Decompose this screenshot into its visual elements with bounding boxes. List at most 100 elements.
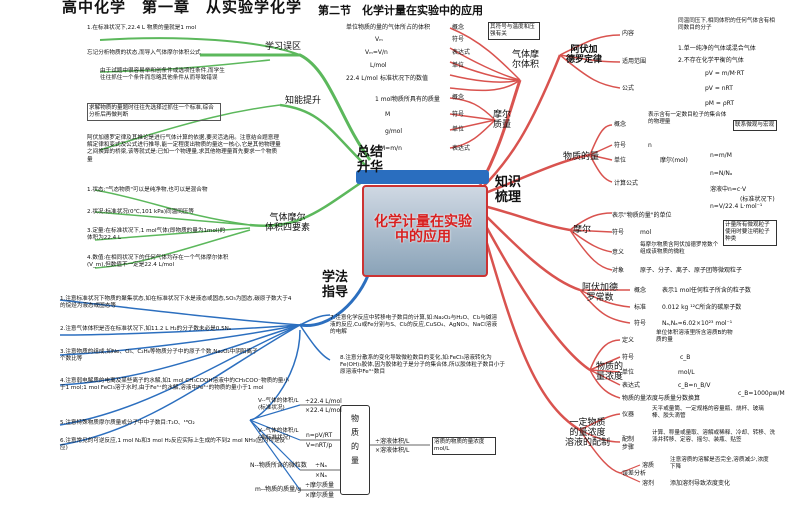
prep-e2: 添加溶剂导致浓度变化 bbox=[670, 480, 731, 487]
branch-mole: 摩尔 bbox=[573, 225, 592, 235]
bottom-note-4: 4.注意弱电解质的电离及某些离子的水解,如1 mol CH₃COOH溶液中的CH… bbox=[60, 378, 289, 392]
conversion-r2b: V=nRT/p bbox=[306, 442, 333, 449]
conc-unit: mol/L bbox=[678, 369, 695, 376]
conversion-r1: ÷22.4 L/mol bbox=[305, 398, 342, 405]
conversion-r4b: ×摩尔质量 bbox=[305, 492, 335, 499]
conc-expr-tag: 表达式 bbox=[622, 382, 641, 389]
mm-def-tag: 概念 bbox=[452, 94, 465, 101]
bottom-note-1: 1.注意标准状况下物质的聚集状态,如在标准状况下水是液态或固态,SO₃为固态,碳… bbox=[60, 296, 292, 310]
mv-unit: L/mol bbox=[370, 62, 387, 69]
branch-concentration: 物质的 量浓度 bbox=[596, 362, 624, 382]
mole-object: 原子、分子、离子、原子团等微观粒子 bbox=[640, 267, 743, 274]
mm-formula-tag: 表达式 bbox=[452, 145, 471, 152]
conversion-center: 物质的量 bbox=[351, 414, 359, 465]
ac-symbol: Nₐ,Nₐ≈6.02×10²³ mol⁻¹ bbox=[662, 320, 733, 327]
conversion-left3: N--物质所含的微粒数 bbox=[250, 462, 307, 469]
mv-std-tag: 标准状况下的数值 bbox=[380, 75, 429, 82]
bottom-note-8: 8.注意分散系的变化导致微粒数目的变化,如:FeCl₃溶液转化为Fe(OH)₃胶… bbox=[340, 355, 505, 376]
mv-std: 22.4 L/mol bbox=[346, 75, 378, 82]
amt-symbol-tag: 符号 bbox=[614, 142, 627, 149]
al-formula-tag: 公式 bbox=[622, 85, 635, 92]
amt-unit-tag: 单位 bbox=[614, 157, 627, 164]
mm-def: 1 mol物质所具有的质量 bbox=[375, 96, 440, 103]
mole-meaning-note: 计量所有微观粒子使用时要注明粒子种类 bbox=[723, 220, 777, 246]
conversion-r1b: ×22.4 L/mol bbox=[305, 407, 342, 414]
note-q2: 2.状况:标准状况(0℃,101 kPa)同温同压等 bbox=[87, 209, 194, 215]
conversion-right-end: 溶质的物质的量浓度mol/L bbox=[432, 437, 496, 456]
mv-symbol: Vₘ bbox=[375, 36, 383, 43]
conversion-right1b: ×溶液体积/L bbox=[375, 447, 410, 454]
mv-symbol-tag: 符号 bbox=[452, 36, 465, 43]
mm-formula: M=m/n bbox=[380, 145, 402, 152]
note-n1: 1.在标准状况下,22.4 L 物质的量就是1 mol bbox=[87, 25, 197, 31]
al-scope1: 1.单一纯净的气体或混合气体 bbox=[678, 45, 756, 52]
bottom-note-3: 3.注意物质的组成,如Ne、O₃、C₂H₆等物质分子中的原子个数,Na₂O₂中阴… bbox=[60, 349, 258, 363]
zongjie-shenghua: 总结 升华 bbox=[356, 145, 383, 175]
conc-rel-formula: c_B=1000ρw/M bbox=[738, 390, 785, 397]
amt-c2: n=N/Nₐ bbox=[710, 170, 733, 177]
mole-meaning-tag: 意义 bbox=[612, 249, 625, 256]
mv-unit-tag: 单位 bbox=[452, 62, 465, 69]
conversion-left4: m--物质的质量/g bbox=[255, 486, 302, 493]
branch-molar-mass: 摩尔 质量 bbox=[493, 110, 512, 130]
conc-def: 单位体积溶液里所含溶质B的物质的量 bbox=[656, 330, 733, 344]
branch-prep: 一定物质 的量浓度 溶液的配制 bbox=[565, 418, 611, 448]
bottom-note-6: 6.注意常见的可逆反应,1 mol N₂和3 mol H₂反应实际上生成的不到2… bbox=[60, 438, 286, 452]
prep-err-tag: 误差分析 bbox=[622, 470, 647, 477]
conversion-r3: ÷Nₐ bbox=[315, 462, 327, 469]
mm-unit-tag: 单位 bbox=[452, 126, 465, 133]
prep-steps: 计算、称量或量取、溶解或稀释、冷却、转移、洗涤并转移、定容、摇匀、装瓶、贴签 bbox=[652, 430, 776, 444]
mole-meaning: 每摩尔物质含阿伏加德罗常数个组成该物质的微粒 bbox=[640, 242, 719, 256]
amt-link: 联系微观与宏观 bbox=[733, 120, 777, 132]
prep-inst-tag: 仪器 bbox=[622, 411, 635, 418]
conversion-left1: V--气体的体积/L (标准状况) bbox=[258, 398, 299, 412]
mv-def: 单位物质的量的气体所占的体积 bbox=[346, 24, 431, 31]
branch-amount: 物质的量 bbox=[563, 152, 600, 162]
amt-def: 表示含有一定数目粒子的集合体的物理量 bbox=[648, 112, 727, 126]
al-f2: pV = nRT bbox=[705, 85, 733, 92]
note-q4: 4.数值:在相同状况下的任何气体均存在一个气体摩尔体积(V_m),但数值不一定是… bbox=[87, 255, 229, 269]
al-content-tag: 内容 bbox=[622, 30, 635, 37]
branch-avogadro-law: 阿伏加 德罗定律 bbox=[566, 45, 603, 65]
mole-symbol-tag: 符号 bbox=[612, 229, 625, 236]
al-f3: pM = ρRT bbox=[705, 100, 735, 107]
amt-def-tag: 概念 bbox=[614, 121, 627, 128]
amt-c4-note: (标准状况下) bbox=[740, 196, 775, 203]
prep-e1-tag: 溶质 bbox=[642, 462, 655, 469]
conversion-r3b: ×Nₐ bbox=[315, 472, 327, 479]
bottom-note-2: 2.注意气体体积是否在标准状况下,如11.2 L H₂的分子数未必是0.5Nₐ bbox=[60, 326, 232, 332]
mole-object-tag: 对象 bbox=[612, 267, 625, 274]
amt-unit: 摩尔(mol) bbox=[660, 157, 688, 164]
mv-formula-tag: 表达式 bbox=[452, 49, 471, 56]
amt-symbol: n bbox=[648, 142, 652, 149]
prep-e1: 注意溶质的溶解是否完全,溶质减少,浓度下降 bbox=[670, 457, 769, 471]
section-title: 第二节 化学计量在实验中的应用 bbox=[318, 4, 483, 17]
chapter-title: 高中化学 第一章 从实验学化学 bbox=[62, 0, 303, 16]
bottom-note-7: 7.注意化学反应中转移电子数目的计算,如:Na₂O₂与H₂O、Cl₂与碱溶液的反… bbox=[330, 315, 498, 336]
al-scope2: 2.不存在化学平衡的气体 bbox=[678, 57, 744, 64]
conversion-left2: V--气体的体积/L (非标准状况) bbox=[258, 428, 299, 442]
amt-c4: n=V/22.4 L·mol⁻¹ bbox=[710, 203, 763, 210]
mole-unit-of: 表示"物质的量"的单位 bbox=[612, 212, 672, 219]
ac-def: 表示1 mol任何粒子所含的粒子数 bbox=[662, 287, 751, 294]
bottom-note-5: 5.注意特殊物质摩尔质量或分子中中子数目:T₂O、¹⁸O₂ bbox=[60, 420, 195, 426]
conc-symbol-tag: 符号 bbox=[622, 354, 635, 361]
conversion-center-box bbox=[340, 405, 370, 495]
conc-rel: 物质的量浓度与质量分数换算 bbox=[622, 395, 701, 402]
al-scope-tag: 适用范围 bbox=[622, 58, 647, 65]
mv-note: 其符号与温度和压强有关 bbox=[488, 22, 540, 41]
conc-symbol: c_B bbox=[680, 354, 691, 361]
amt-calc-tag: 计算公式 bbox=[614, 180, 639, 187]
mm-unit: g/mol bbox=[385, 128, 403, 135]
conversion-right1: ÷溶液体积/L bbox=[375, 438, 410, 445]
center-image bbox=[362, 185, 488, 277]
branch-zhineng-tisheng: 知能提升 bbox=[285, 96, 322, 106]
ac-symbol-tag: 符号 bbox=[634, 320, 647, 327]
prep-e2-tag: 溶剂 bbox=[642, 480, 655, 487]
zhishi-shuli: 知识 梳理 bbox=[494, 175, 521, 205]
mv-def-tag: 概念 bbox=[452, 24, 465, 31]
mv-formula: Vₘ=V/n bbox=[365, 49, 388, 56]
branch-xuexi-wuqu: 学习误区 bbox=[265, 42, 302, 52]
note-q1: 1.状态:"气态物质"可以是纯净物,也可以是混合物 bbox=[87, 187, 208, 193]
